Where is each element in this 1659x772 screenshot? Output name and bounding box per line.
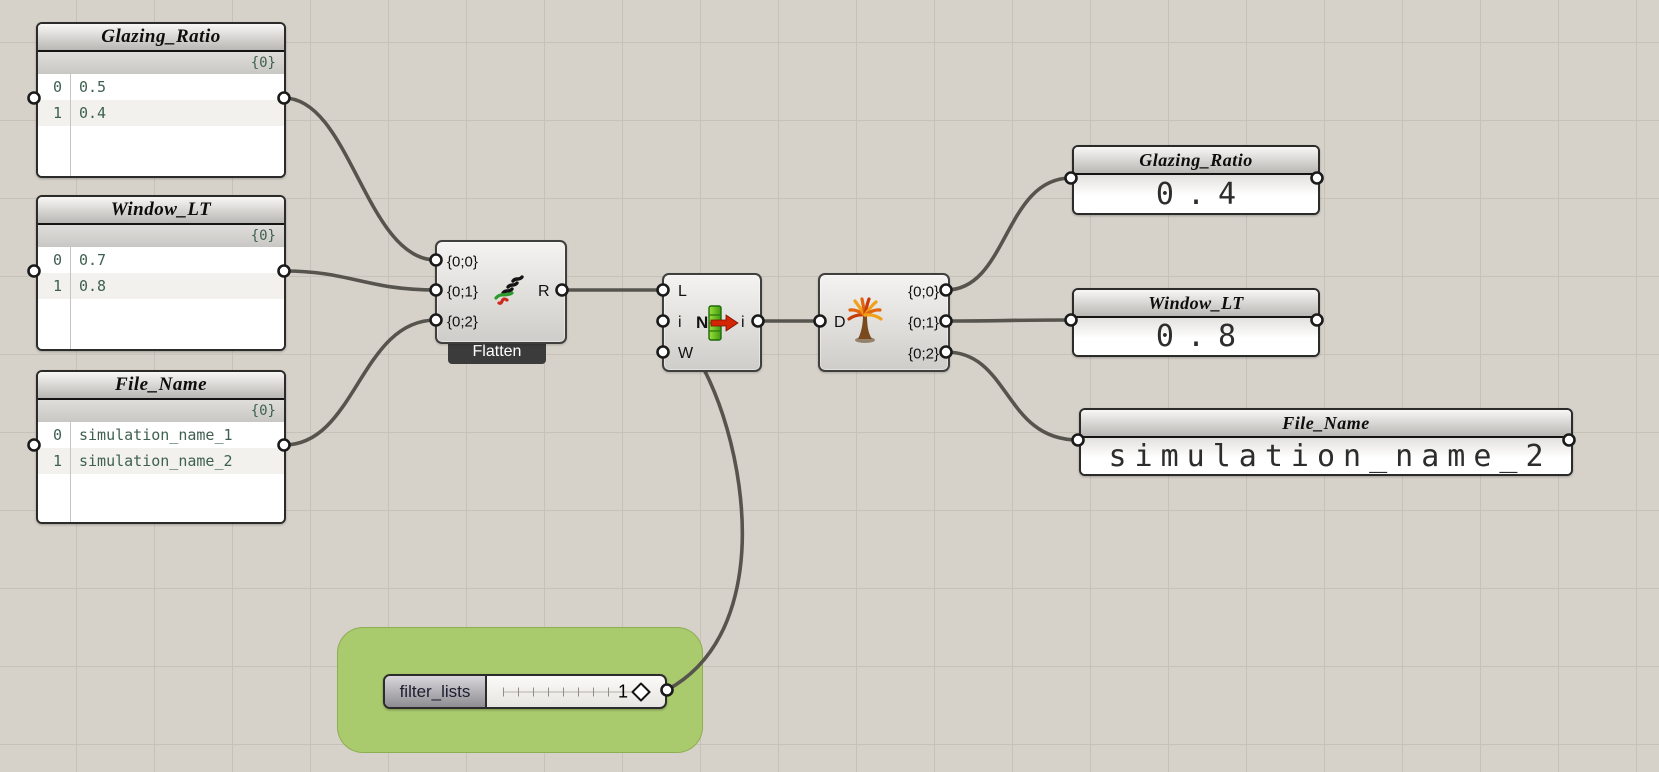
port-panel-glazing-out-out[interactable] xyxy=(1310,171,1324,185)
panel-body: 0 simulation_name_1 1 simulation_name_2 xyxy=(38,422,284,522)
port-listitem-in-l[interactable] xyxy=(656,283,670,297)
row-value: 0.7 xyxy=(79,251,107,269)
panel-title: Window_LT xyxy=(1074,290,1318,318)
panel-window-lt-output[interactable]: Window_LT 0.8 xyxy=(1072,288,1320,357)
slider-track[interactable]: 1 xyxy=(487,676,665,707)
panel-value: 0.8 xyxy=(1155,319,1250,354)
panel-title: File_Name xyxy=(38,372,284,400)
input-port-label: W xyxy=(678,345,694,362)
port-listitem-in-w[interactable] xyxy=(656,345,670,359)
input-port-label: {0;1} xyxy=(447,283,478,301)
output-port-label: i xyxy=(741,314,745,331)
port-explode-in-d[interactable] xyxy=(813,314,827,328)
port-listitem-in-i[interactable] xyxy=(656,314,670,328)
port-flatten-in-2[interactable] xyxy=(429,313,443,327)
port-panel-glazing-out[interactable] xyxy=(277,91,291,105)
row-value: 0.5 xyxy=(79,78,107,96)
row-index: 1 xyxy=(52,277,62,295)
panel-glazing-ratio-output[interactable]: Glazing_Ratio 0.4 xyxy=(1072,145,1320,215)
wire-explode-to-filename-out xyxy=(944,350,1080,442)
input-port-label: L xyxy=(678,283,687,300)
port-panel-windowlt-out-out[interactable] xyxy=(1310,313,1324,327)
wire-windowlt-to-flatten xyxy=(282,269,438,292)
slider-ruler xyxy=(503,687,651,696)
port-slider-out[interactable] xyxy=(660,683,674,697)
slider-grip[interactable] xyxy=(631,681,651,702)
port-panel-filename-in[interactable] xyxy=(27,438,41,452)
port-explode-out-0[interactable] xyxy=(939,283,953,297)
port-flatten-in-1[interactable] xyxy=(429,283,443,297)
wire-glazing-to-flatten xyxy=(282,96,438,262)
row-index: 1 xyxy=(52,104,62,122)
explode-tree-icon xyxy=(842,295,888,347)
port-panel-windowlt-out-in[interactable] xyxy=(1064,313,1078,327)
list-item-component[interactable]: L i W i N xyxy=(662,273,762,372)
panel-row: 1 0.4 xyxy=(38,100,284,126)
port-panel-windowlt-in[interactable] xyxy=(27,264,41,278)
port-panel-filename-out-out[interactable] xyxy=(1562,433,1576,447)
panel-body: 0 0.5 1 0.4 xyxy=(38,74,284,176)
panel-row: 0 simulation_name_1 xyxy=(38,422,284,448)
panel-path-label: {0} xyxy=(38,400,284,422)
list-item-icon xyxy=(706,303,740,343)
panel-glazing-ratio-input[interactable]: Glazing_Ratio {0} 0 0.5 1 0.4 xyxy=(36,22,286,178)
panel-file-name-output[interactable]: File_Name simulation_name_2 xyxy=(1079,408,1573,476)
input-port-label: D xyxy=(834,314,846,331)
panel-title: Glazing_Ratio xyxy=(1074,147,1318,175)
slider-name-label[interactable]: filter_lists xyxy=(385,676,487,707)
output-port-label: {0;1} xyxy=(908,314,939,332)
number-slider[interactable]: filter_lists 1 xyxy=(383,674,667,709)
row-index: 1 xyxy=(52,452,62,470)
wire-filename-to-flatten xyxy=(282,318,438,447)
port-flatten-out-r[interactable] xyxy=(555,283,569,297)
row-index: 0 xyxy=(52,251,62,269)
row-index: 0 xyxy=(52,426,62,444)
panel-title: File_Name xyxy=(1081,410,1571,438)
row-value: simulation_name_1 xyxy=(79,426,233,444)
output-port-label: {0;2} xyxy=(908,345,939,363)
port-flatten-in-0[interactable] xyxy=(429,253,443,267)
port-explode-out-2[interactable] xyxy=(939,345,953,359)
panel-value: 0.4 xyxy=(1155,176,1250,212)
port-listitem-out-i[interactable] xyxy=(751,314,765,328)
flatten-tree-component[interactable]: {0;0} {0;1} {0;2} R xyxy=(435,240,567,344)
panel-file-name-input[interactable]: File_Name {0} 0 simulation_name_1 1 simu… xyxy=(36,370,286,524)
wire-explode-to-glazing-out xyxy=(944,176,1073,292)
input-port-label: {0;2} xyxy=(447,313,478,331)
input-port-label: i xyxy=(678,314,682,331)
panel-row: 0 0.5 xyxy=(38,74,284,100)
port-panel-filename-out-in[interactable] xyxy=(1071,433,1085,447)
port-panel-windowlt-out[interactable] xyxy=(277,264,291,278)
output-port-label: {0;0} xyxy=(908,283,939,301)
panel-title: Glazing_Ratio xyxy=(38,24,284,52)
panel-row: 1 0.8 xyxy=(38,273,284,299)
panel-body: 0 0.7 1 0.8 xyxy=(38,247,284,349)
panel-row: 0 0.7 xyxy=(38,247,284,273)
row-value: 0.8 xyxy=(79,277,107,295)
port-explode-out-1[interactable] xyxy=(939,314,953,328)
slider-value: 1 xyxy=(617,681,628,701)
port-panel-glazing-out-in[interactable] xyxy=(1064,171,1078,185)
explode-tree-component[interactable]: D {0;0} {0;1} {0;2} xyxy=(818,273,950,372)
wire-explode-to-windowlt-out xyxy=(944,318,1073,323)
row-value: 0.4 xyxy=(79,104,107,122)
input-port-label: {0;0} xyxy=(447,253,478,271)
flatten-tree-icon xyxy=(489,269,533,313)
panel-window-lt-input[interactable]: Window_LT {0} 0 0.7 1 0.8 xyxy=(36,195,286,351)
port-panel-glazing-in[interactable] xyxy=(27,91,41,105)
panel-path-label: {0} xyxy=(38,225,284,247)
output-port-label: R xyxy=(538,283,550,300)
panel-path-label: {0} xyxy=(38,52,284,74)
panel-title: Window_LT xyxy=(38,197,284,225)
row-index: 0 xyxy=(52,78,62,96)
panel-value: simulation_name_2 xyxy=(1108,438,1552,474)
port-panel-filename-out[interactable] xyxy=(277,438,291,452)
row-value: simulation_name_2 xyxy=(79,452,233,470)
panel-row: 1 simulation_name_2 xyxy=(38,448,284,474)
